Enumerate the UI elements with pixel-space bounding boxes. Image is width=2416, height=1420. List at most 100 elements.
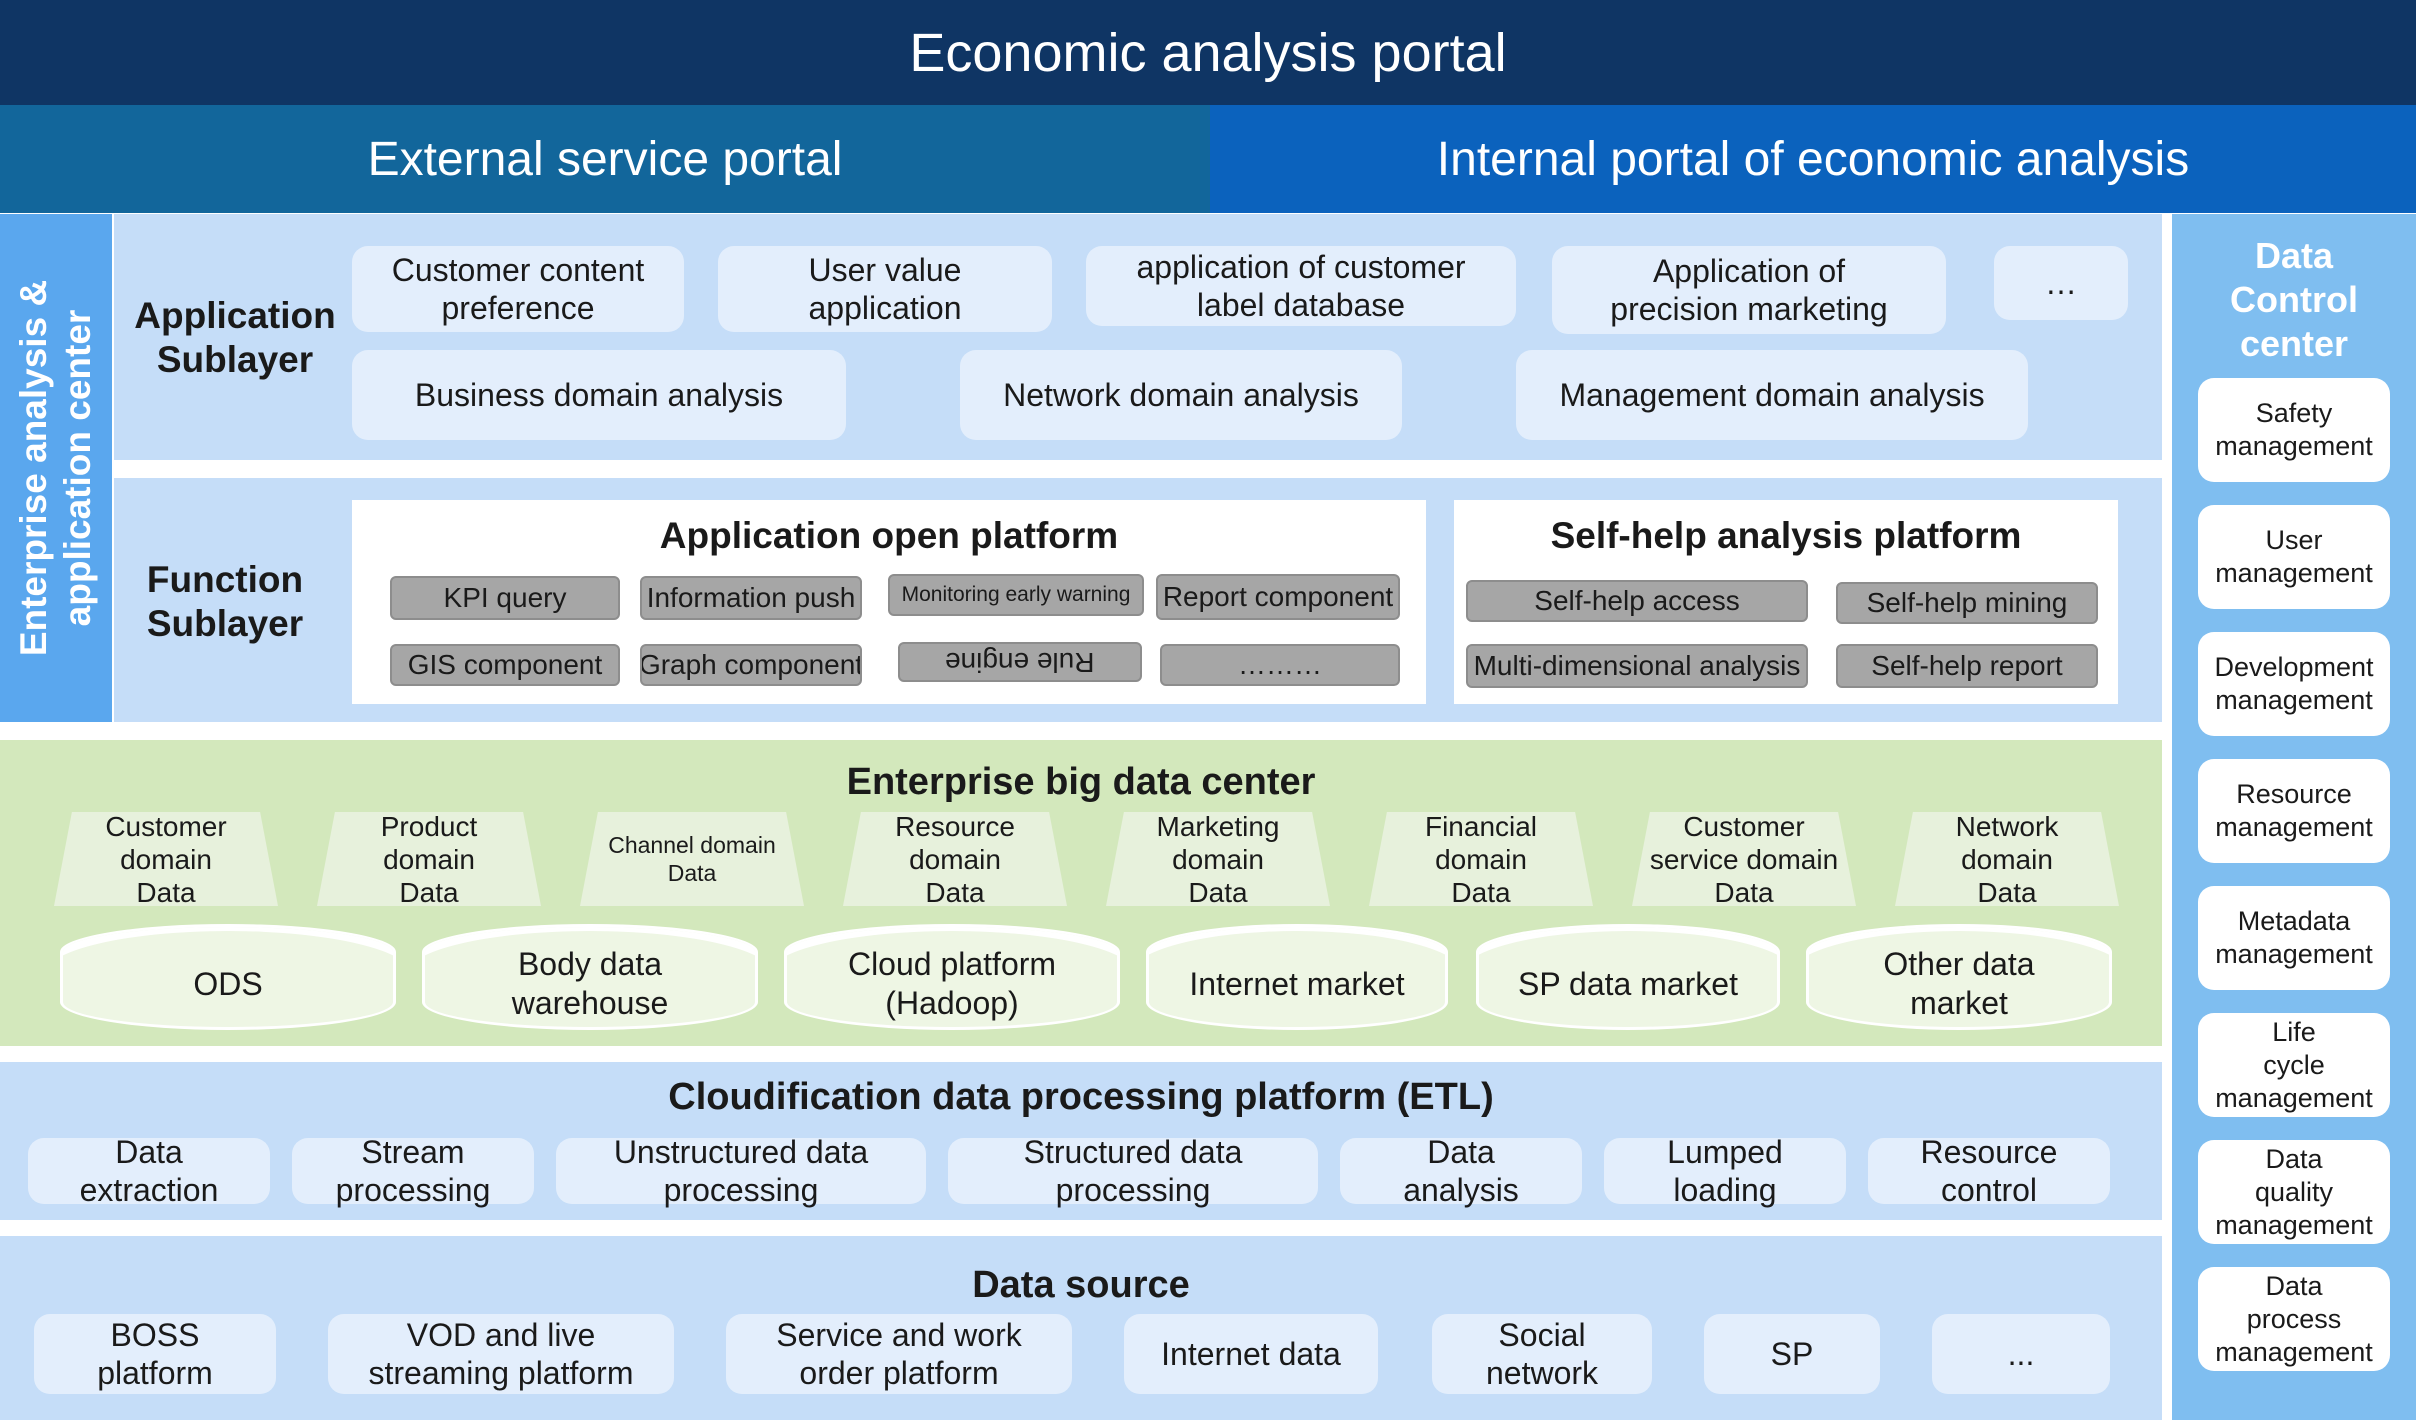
monitoring-early-warning-button: Monitoring early warning [888,574,1144,616]
source-line-1: SP [1770,1336,1814,1372]
store-line-1: Body data [517,946,663,982]
graph-component-button: Graph component [640,644,862,686]
source-line-2: order platform [799,1355,999,1391]
source-internet-data: Internet data [1124,1314,1378,1394]
dc-line-1: User [2265,525,2323,555]
store-line-2: warehouse [511,985,669,1021]
source-line-2: network [1485,1355,1599,1391]
dc-line-2: management [2215,685,2373,715]
dc-line-3: management [2215,1082,2373,1113]
enterprise-analysis-side-bar: Enterprise analysis & application center [0,214,112,722]
page-title-text: Economic analysis portal [909,22,1507,83]
app-item-line-1: Customer content [391,252,645,288]
network-domain-analysis-text: Network domain analysis [1003,377,1359,413]
domain-line-1: Marketing [1156,810,1280,842]
source-line-1: Social [1498,1317,1586,1353]
domain-line-3: Data [1714,876,1774,908]
dc-line-2: management [2215,939,2373,969]
application-label-line-2: Sublayer [156,339,314,380]
dc-line-1: Safety [2255,398,2333,428]
etl-title: Cloudification data processing platform … [668,1075,1494,1118]
app-item-more: … [1994,246,2128,320]
etl-line-1: Resource [1920,1134,2058,1170]
self-help-analysis-platform: Self-help analysis platform Self-help ac… [1454,500,2118,704]
application-sublayer-label: Application Sublayer [120,290,350,386]
store-line-1: Internet market [1189,965,1405,1002]
internal-portal-label: Internal portal of economic analysis [1436,132,2190,186]
side-bar-label: Enterprise analysis & application center [12,280,100,656]
side-label-line-2: application center [57,309,98,627]
etl-line-2: control [1940,1172,2038,1208]
business-domain-analysis-text: Business domain analysis [414,377,784,413]
etl-line-2: loading [1673,1172,1777,1208]
application-open-platform: Application open platform KPI query Info… [352,500,1426,704]
app-item-line-2: application [808,290,962,326]
dc-title-line-2: Control [2230,279,2358,320]
dc-line-1: Development [2214,652,2374,682]
source-line-1: Service and work [776,1317,1022,1353]
store-line-1: SP data market [1518,965,1738,1002]
app-item-line-1: application of customer [1136,249,1466,285]
rule-engine-label: Rule engine [945,647,1095,678]
domain-line-1: Channel domain [608,832,776,858]
side-label-line-1: Enterprise analysis & [13,279,54,657]
big-data-center-title: Enterprise big data center [846,760,1316,803]
domain-line-3: Data [136,876,196,908]
source-line-1: BOSS [110,1317,200,1353]
source-line-1: Internet data [1161,1336,1341,1372]
kpi-query-button: KPI query [390,576,620,620]
domain-line-2: Data [667,860,717,886]
store-cloud-platform-hadoop: Cloud platform(Hadoop) [784,924,1120,1030]
etl-line-1: Lumped [1667,1134,1783,1170]
domain-line-2: domain [1961,843,2053,875]
domain-line-1: Customer [105,810,227,842]
store-line-1: ODS [193,965,263,1002]
source-line-2: streaming platform [368,1355,634,1391]
domain-line-2: service domain [1649,843,1839,875]
domain-line-1: Network [1955,810,2059,842]
domain-line-1: Customer [1683,810,1805,842]
dc-line-1: Data [2265,1143,2323,1174]
domain-line-2: domain [909,843,1001,875]
domain-line-1: Financial [1424,810,1538,842]
application-open-platform-title: Application open platform [659,515,1119,556]
domain-line-3: Data [1188,876,1248,908]
function-label-line-1: Function [146,559,304,600]
etl-line-1: Stream [361,1134,465,1170]
domain-line-3: Data [1977,876,2037,908]
etl-line-2: analysis [1403,1172,1519,1208]
etl-line-1: Structured data [1023,1134,1243,1170]
dc-line-1: Data [2265,1270,2323,1301]
dc-line-2: quality [2254,1176,2334,1207]
dc-line-2: management [2215,558,2373,588]
management-domain-analysis: Management domain analysis [1516,350,2028,440]
dc-line-2: management [2215,431,2373,461]
function-label-line-2: Sublayer [146,603,304,644]
domain-line-3: Data [925,876,985,908]
internal-economic-portal: Internal portal of economic analysis [1210,105,2416,213]
app-item-line-2: preference [441,290,595,326]
multi-dimensional-analysis-button: Multi-dimensional analysis [1466,644,1808,688]
source-line-2: platform [97,1355,213,1391]
domain-line-2: domain [120,843,212,875]
etl-line-2: processing [663,1172,819,1208]
information-push-button: Information push [640,576,862,620]
app-item-line-1: Application of [1652,253,1846,289]
app-item-more-text: … [2045,265,2077,301]
app-item-line-2: label database [1196,287,1406,323]
network-domain-analysis: Network domain analysis [960,350,1402,440]
app-item-line-1: User value [808,252,962,288]
store-sp-data-market: SP data market [1476,924,1780,1030]
